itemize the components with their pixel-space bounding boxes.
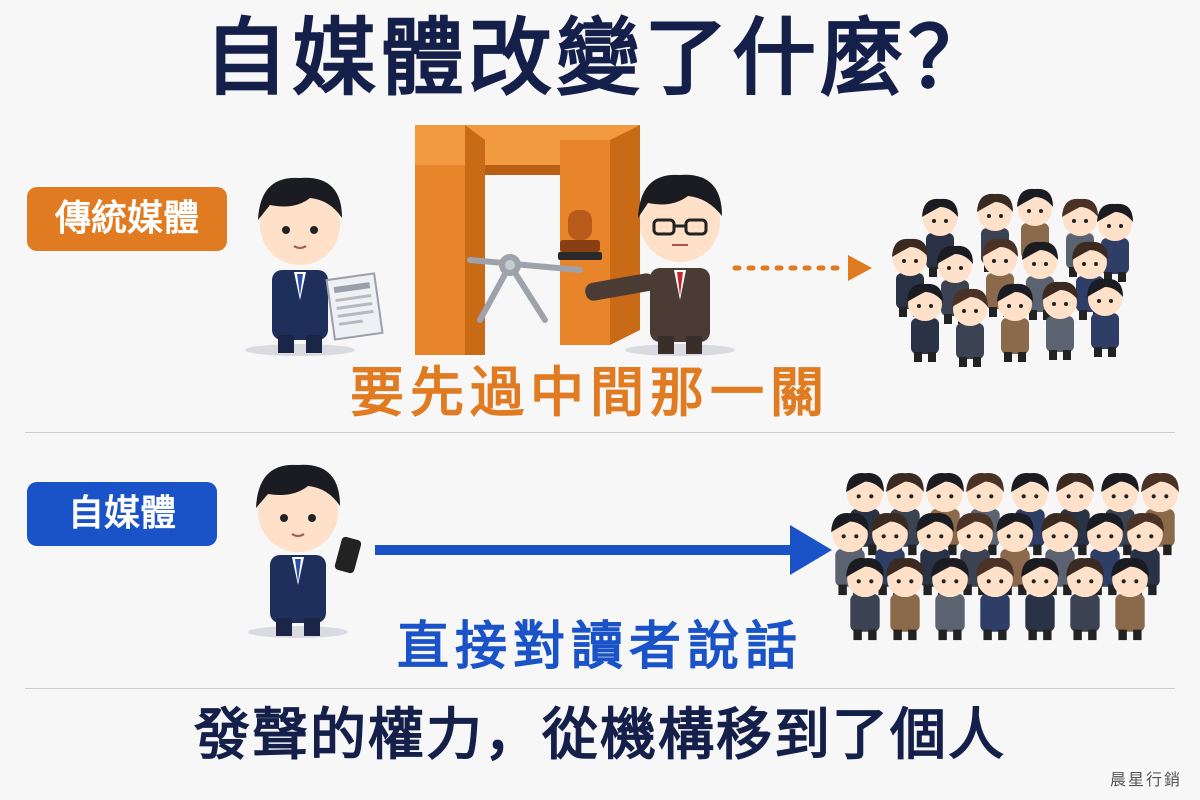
person-reading-newspaper-icon xyxy=(245,177,384,356)
audience-member-icon xyxy=(1066,558,1104,641)
self-media-caption: 直接對讀者說話 xyxy=(396,617,803,677)
section-divider-bottom xyxy=(25,688,1175,689)
audience-member-icon xyxy=(931,558,969,641)
section-divider-top xyxy=(25,432,1175,433)
audience-member-icon xyxy=(907,283,943,362)
audience-member-icon xyxy=(1042,281,1078,360)
traditional-media-badge: 傳統媒體 xyxy=(27,187,227,251)
gatekeeper-with-stamp-icon xyxy=(558,174,735,356)
traditional-media-caption: 要先過中間那一關 xyxy=(350,361,830,424)
audience-member-icon xyxy=(976,558,1014,641)
audience-member-icon xyxy=(952,288,988,367)
person-with-phone-icon xyxy=(248,464,362,638)
self-media-badge: 自媒體 xyxy=(27,482,217,546)
audience-member-icon xyxy=(886,558,924,641)
audience-member-icon xyxy=(997,283,1033,362)
page-title: 自媒體改變了什麼？ xyxy=(203,9,996,107)
dotted-arrowhead xyxy=(848,255,872,281)
conclusion-text: 發聲的權力，從機構移到了個人 xyxy=(194,703,1006,768)
audience-member-icon xyxy=(1087,278,1123,357)
solid-arrowhead xyxy=(790,525,832,575)
turnstile-icon xyxy=(467,254,583,323)
audience-member-icon xyxy=(846,558,884,641)
gate-icon xyxy=(415,125,640,355)
audience-member-icon xyxy=(1021,558,1059,641)
large-audience-crowd-icon xyxy=(831,473,1179,641)
audience-member-icon xyxy=(1111,558,1149,641)
small-audience-crowd-icon xyxy=(892,188,1133,367)
watermark: 晨星行銷 xyxy=(1109,770,1182,789)
audience-member-icon xyxy=(1097,203,1133,282)
